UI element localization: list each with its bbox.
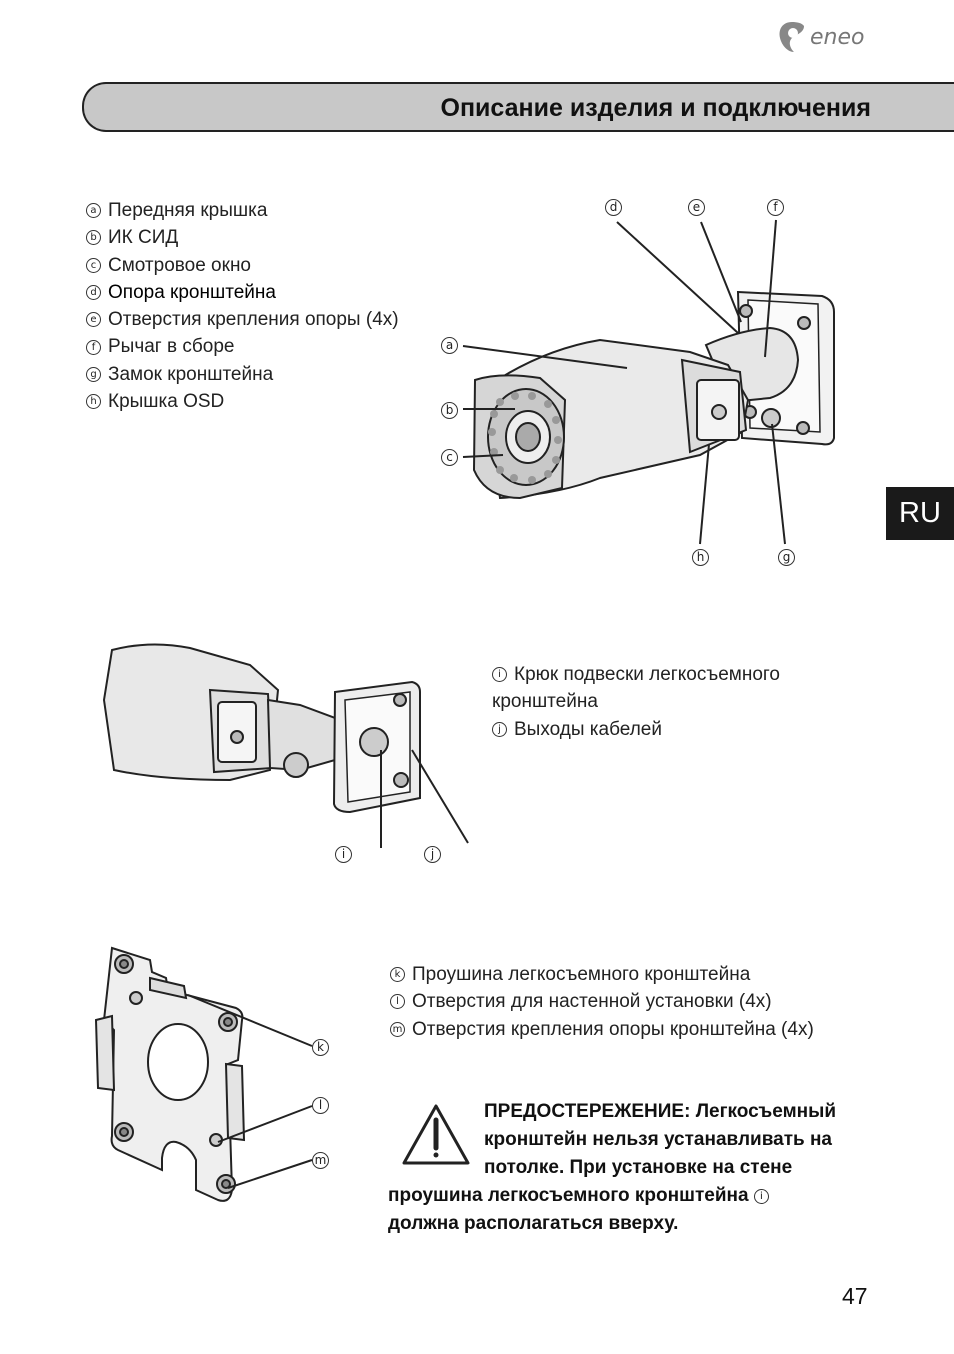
camera-rear-illustration [102, 643, 469, 848]
callout-c: c [441, 449, 458, 466]
callout-d: d [605, 199, 622, 216]
callout-l: l [312, 1097, 329, 1114]
page-number: 47 [842, 1283, 868, 1309]
language-tab: RU [886, 487, 954, 540]
warning-notice: ПРЕДОСТЕРЕЖЕНИЕ: Легкосъемный кронштейн … [388, 1101, 837, 1234]
callout-k: k [312, 1039, 329, 1056]
callout-g: g [778, 549, 795, 566]
page-title: Описание изделия и подключения [440, 94, 872, 122]
callout-b: b [441, 402, 458, 419]
camera-illustration [462, 219, 835, 545]
list-item: кронштейна [492, 691, 598, 713]
callout-a: a [441, 337, 458, 354]
brand-logo: eneo [776, 20, 864, 54]
callout-m: m [312, 1152, 329, 1169]
section-header: Описание изделия и подключения [82, 82, 954, 132]
callout-i: i [335, 846, 352, 863]
callout-j: j [424, 846, 441, 863]
mounting-plate-illustration [94, 946, 313, 1202]
eneo-logo-icon [779, 22, 804, 52]
callout-f: f [767, 199, 784, 216]
warning-triangle-icon [402, 1104, 470, 1165]
callout-e: e [688, 199, 705, 216]
callout-h: h [692, 549, 709, 566]
brand-name: eneo [810, 24, 865, 50]
